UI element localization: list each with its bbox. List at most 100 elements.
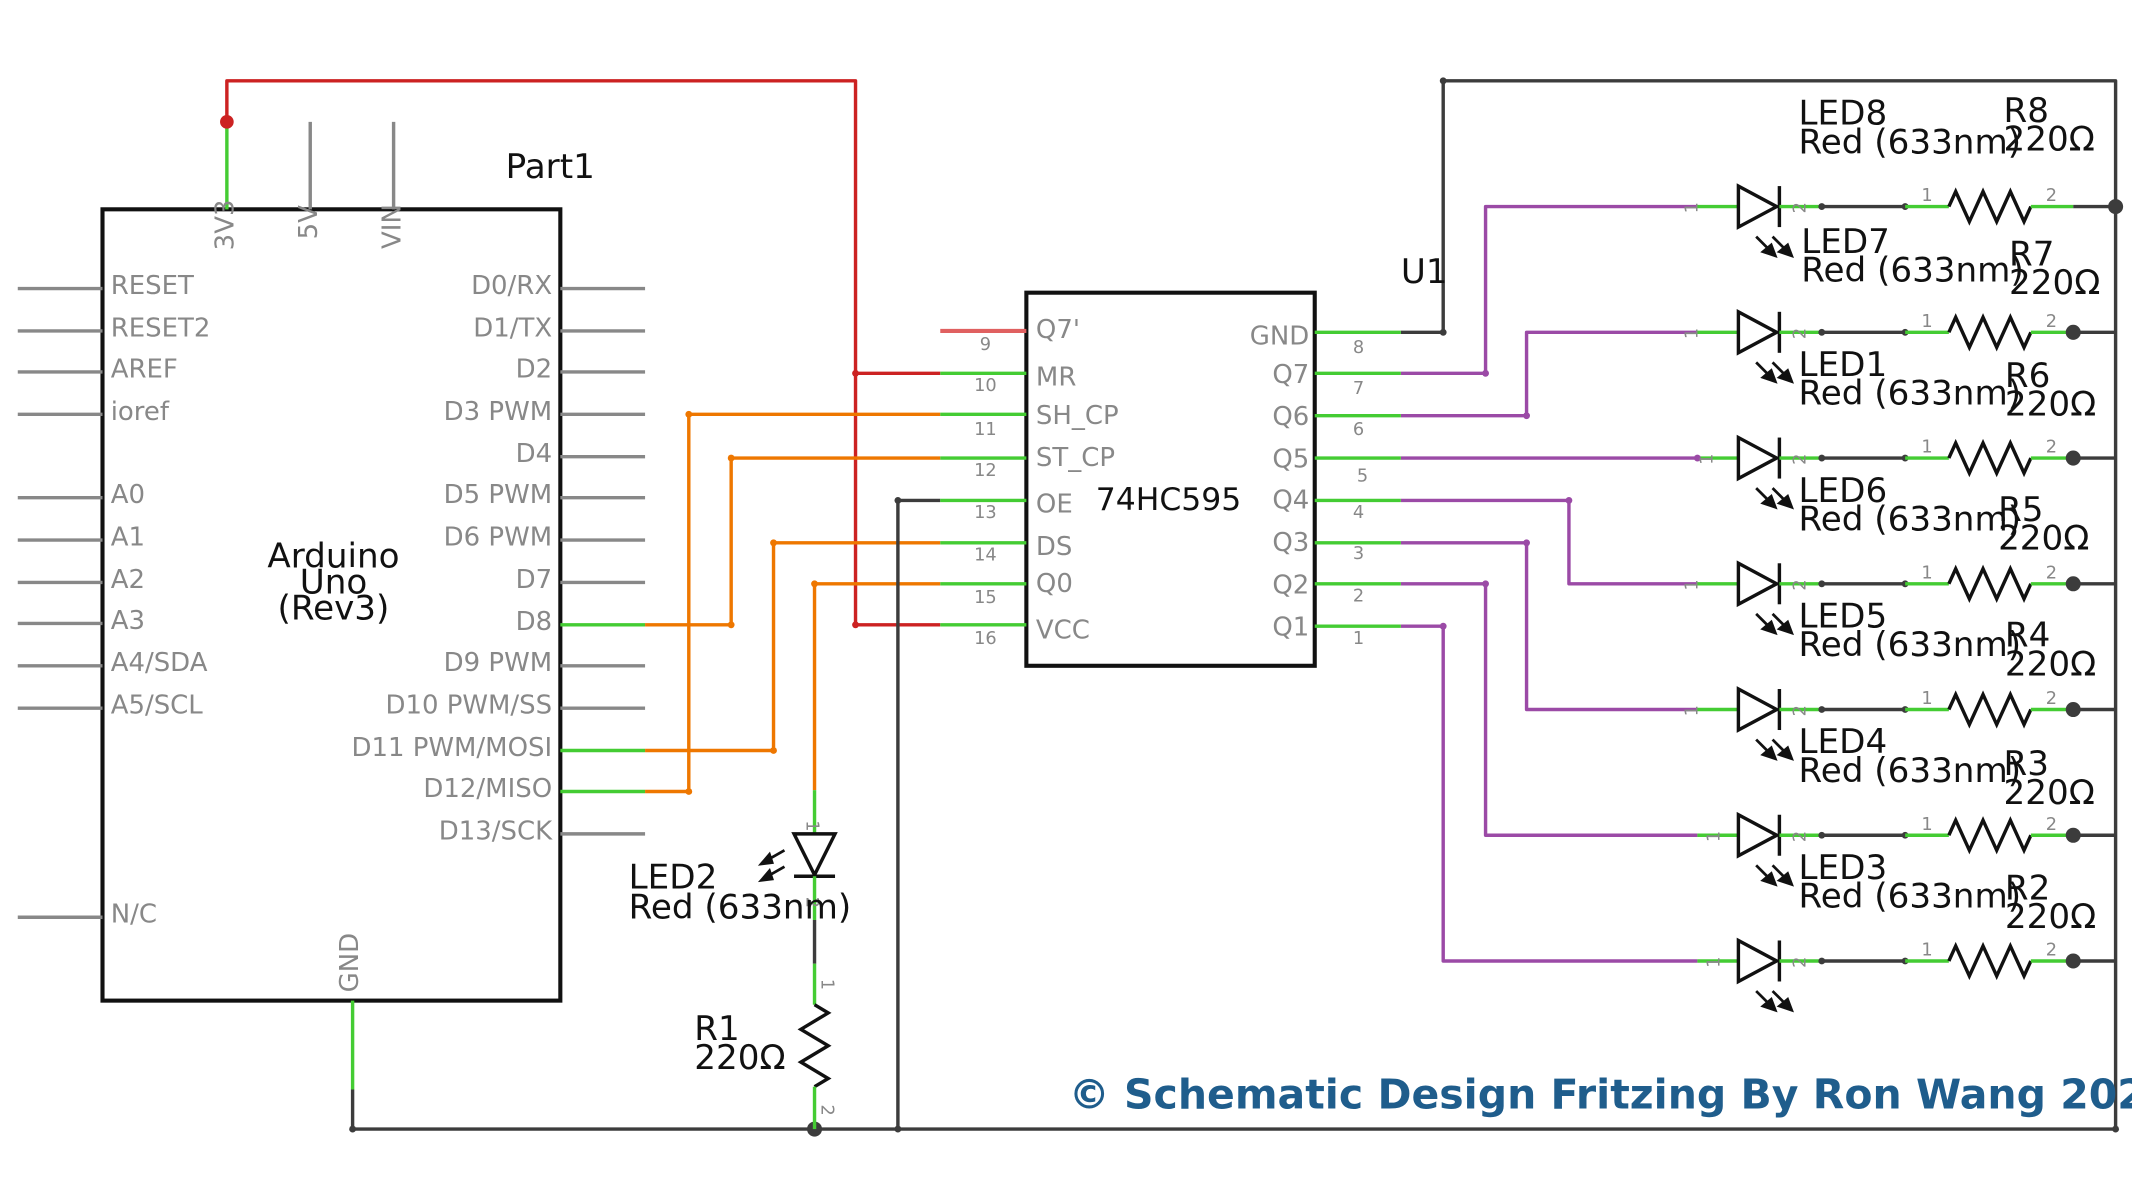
led-emission-icon bbox=[1755, 361, 1794, 384]
pin-aref-label: AREF bbox=[111, 354, 178, 384]
r3-name: R3 bbox=[2004, 744, 2049, 784]
pin-2-number: 2 bbox=[1353, 587, 1364, 607]
svg-text:2: 2 bbox=[1790, 705, 1810, 716]
arduino-left-pins: RESET RESET2 AREF ioref A0 A1 A2 A3 A4/S… bbox=[17, 271, 210, 930]
pin-d5-label: D5 PWM bbox=[444, 480, 552, 510]
ic-name: 74HC595 bbox=[1096, 482, 1242, 518]
svg-text:2: 2 bbox=[2046, 438, 2057, 458]
pin-q4-label: Q4 bbox=[1272, 486, 1309, 516]
pin-3-number: 3 bbox=[1353, 544, 1364, 564]
junction-q6 bbox=[1523, 412, 1530, 420]
r4-value: 220Ω bbox=[2005, 644, 2096, 684]
svg-text:1: 1 bbox=[1921, 815, 1932, 835]
led2-name: LED2 bbox=[629, 858, 718, 898]
wire-oe-gnd[interactable] bbox=[896, 498, 941, 1130]
pin-11-number: 11 bbox=[974, 420, 997, 440]
r2-value: 220Ω bbox=[2005, 897, 2096, 937]
r5-name: R5 bbox=[1998, 490, 2043, 530]
wire-d12-sh-cp[interactable] bbox=[645, 412, 941, 794]
led7-color: Red (633nm) bbox=[1801, 251, 2024, 291]
pin-10-number: 10 bbox=[974, 376, 997, 396]
led-diode-icon bbox=[1736, 811, 1781, 859]
wire-q2-row6[interactable] bbox=[1400, 582, 1698, 837]
pin-d2-label: D2 bbox=[516, 354, 553, 384]
pin-a3-label: A3 bbox=[111, 606, 145, 636]
led-row[interactable]: 1 2 1 2 bbox=[1682, 183, 2124, 258]
led6-name: LED6 bbox=[1799, 471, 1888, 511]
led-row[interactable]: 1 2 1 2 bbox=[1682, 308, 2116, 384]
led8-color: Red (633nm) bbox=[1799, 122, 2022, 162]
svg-text:2: 2 bbox=[2046, 563, 2057, 583]
resistor-labels: R8 220Ω R7 220Ω R6 220Ω R5 220Ω R4 220Ω … bbox=[1998, 91, 2100, 937]
arduino-right-pins: D0/RX D1/TX D2 D3 PWM D4 D5 PWM D6 PWM D… bbox=[351, 271, 646, 846]
pin-5v-label: 5V bbox=[294, 205, 324, 240]
r1-component[interactable]: 1 2 R1 220Ω bbox=[694, 963, 836, 1130]
led-row[interactable]: 1 2 1 2 bbox=[1682, 560, 2116, 636]
led-row[interactable]: 1 2 1 2 bbox=[1697, 937, 2116, 1013]
wire-q6-row2[interactable] bbox=[1400, 330, 1698, 418]
pin-16-number: 16 bbox=[974, 629, 997, 649]
wire-q3-row5[interactable] bbox=[1400, 541, 1698, 712]
junction-gnd-oe bbox=[894, 1125, 902, 1133]
r3-value: 220Ω bbox=[2004, 773, 2095, 813]
led-array: 1 2 1 2 1 2 1 2 bbox=[1682, 91, 2124, 1013]
led-emission-icon bbox=[1755, 487, 1794, 510]
led2-component[interactable]: 1 2 LED2 Red (633nm) bbox=[629, 790, 852, 928]
wire-q4-row4[interactable] bbox=[1400, 498, 1698, 586]
led7-name: LED7 bbox=[1801, 222, 1890, 262]
wire-q0-led2[interactable] bbox=[812, 582, 941, 791]
svg-text:1: 1 bbox=[1921, 438, 1932, 458]
led2-pin2-number: 2 bbox=[801, 897, 821, 908]
ic-body bbox=[1024, 290, 1317, 668]
wire-3v3-power[interactable] bbox=[225, 79, 941, 627]
shift-register-74hc595: U1 74HC595 Q7' MR SH_CP ST_CP OE DS Q0 V… bbox=[940, 252, 1448, 668]
junction-d11 bbox=[770, 747, 777, 754]
led-diode-icon bbox=[1736, 686, 1781, 733]
pin-8-number: 8 bbox=[1353, 338, 1364, 358]
svg-text:1: 1 bbox=[1921, 689, 1932, 709]
pin-q2-label: Q2 bbox=[1272, 570, 1309, 600]
pin-d9-label: D9 PWM bbox=[444, 648, 552, 678]
led-row[interactable]: 1 2 1 2 bbox=[1693, 434, 2116, 510]
pin-d3-label: D3 PWM bbox=[444, 397, 552, 427]
resistor-icon bbox=[1947, 313, 2033, 352]
pin-vin-label: VIN bbox=[377, 204, 407, 249]
ic-part-label: U1 bbox=[1401, 252, 1448, 292]
pin-d4-label: D4 bbox=[516, 439, 553, 469]
led5-name: LED5 bbox=[1799, 597, 1888, 637]
junction-d12 bbox=[685, 788, 693, 795]
pin-q3-label: Q3 bbox=[1272, 528, 1309, 558]
led2-diode-icon bbox=[791, 832, 838, 879]
svg-text:2: 2 bbox=[1790, 328, 1810, 339]
r1-pin2-number: 2 bbox=[816, 1104, 836, 1115]
svg-text:1: 1 bbox=[1697, 454, 1717, 465]
wire-q7-row1[interactable] bbox=[1400, 204, 1698, 376]
resistor-icon bbox=[1947, 690, 2033, 729]
pin-q6-label: Q6 bbox=[1272, 402, 1309, 432]
pin-vcc-label: VCC bbox=[1036, 615, 1090, 645]
pin-gnd8-label: GND bbox=[1250, 322, 1310, 352]
pin-5-number: 5 bbox=[1357, 466, 1368, 486]
wire-d11-ds[interactable] bbox=[645, 541, 941, 753]
svg-text:1: 1 bbox=[1704, 957, 1724, 968]
svg-text:2: 2 bbox=[2046, 186, 2057, 206]
pin-q7prime-label: Q7' bbox=[1036, 315, 1080, 345]
junction-gnd-left bbox=[349, 1125, 357, 1133]
svg-text:1: 1 bbox=[1704, 831, 1724, 842]
junction-d8 bbox=[727, 621, 735, 629]
svg-text:2: 2 bbox=[1790, 831, 1810, 842]
led-diode-icon bbox=[1736, 183, 1781, 230]
led-row[interactable]: 1 2 1 2 bbox=[1682, 686, 2116, 761]
pin-d13-label: D13/SCK bbox=[439, 816, 553, 846]
led-row[interactable]: 1 2 1 2 bbox=[1697, 811, 2116, 887]
pin-7-number: 7 bbox=[1353, 379, 1364, 399]
led6-color: Red (633nm) bbox=[1799, 499, 2022, 539]
svg-text:2: 2 bbox=[1790, 454, 1810, 465]
junction-q7 bbox=[1482, 369, 1489, 377]
arduino-body bbox=[100, 207, 563, 1003]
r7-value: 220Ω bbox=[2009, 263, 2100, 303]
arduino-name: Arduino bbox=[267, 536, 399, 576]
junction-oe bbox=[894, 497, 902, 504]
wire-q1-row7[interactable] bbox=[1400, 624, 1698, 963]
